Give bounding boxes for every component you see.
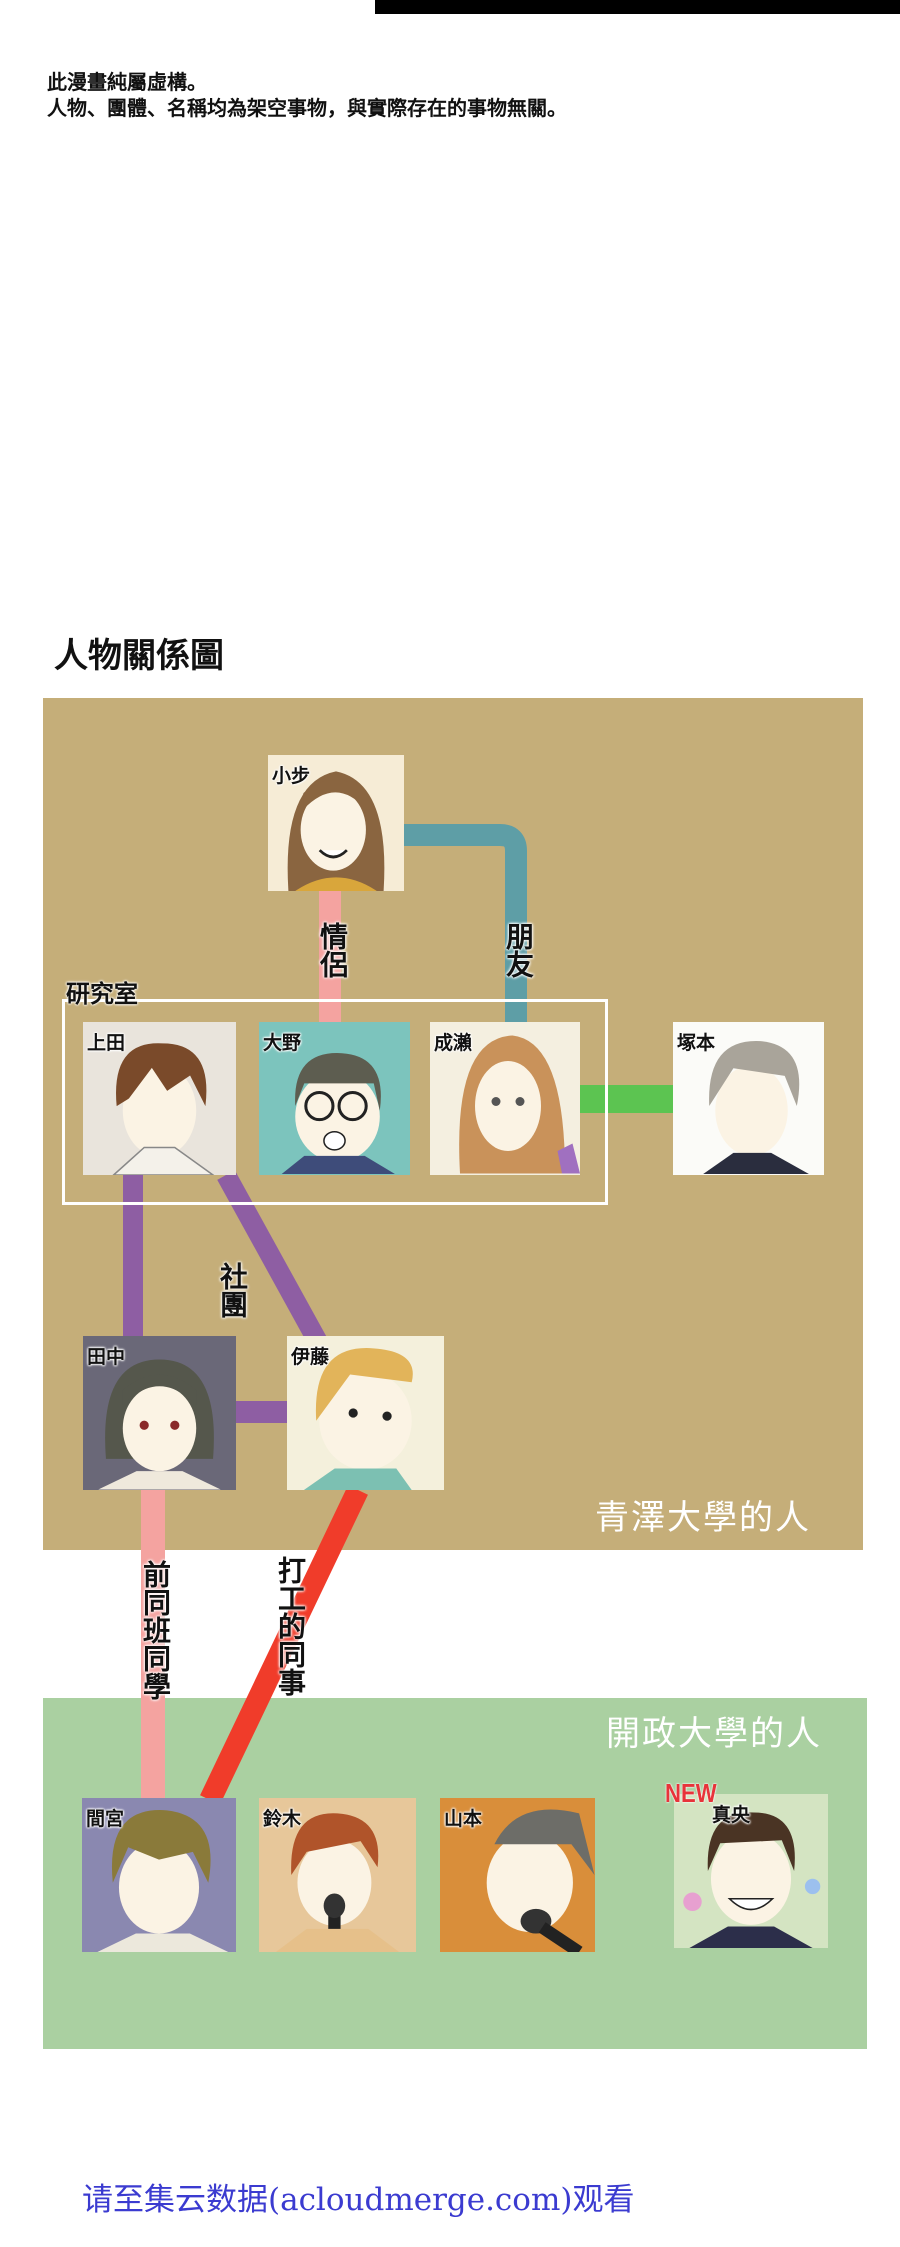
top-black-bar: [375, 0, 900, 14]
work-line: [200, 1485, 368, 1805]
name-mamiya: 間宮: [86, 1808, 125, 1830]
portrait-koayumi[interactable]: 小步: [268, 755, 404, 891]
portrait-mao[interactable]: 真央: [674, 1794, 828, 1948]
chart-title: 人物關係圖: [54, 636, 224, 676]
name-suzuki: 鈴木: [263, 1808, 302, 1830]
portrait-ono[interactable]: 大野: [259, 1022, 410, 1175]
suzuki-face-icon: [275, 1813, 400, 1952]
friends-line: [404, 824, 527, 1022]
former-classmates-label: 前同班同學: [139, 1560, 172, 1700]
lovers-label: 情侶: [316, 922, 349, 978]
tsukamoto-face-icon: [703, 1040, 809, 1174]
disclaimer-line-2: 人物、團體、名稱均為架空事物，與實際存在的事物無關。: [47, 96, 567, 120]
portrait-mamiya[interactable]: 間宮: [82, 1798, 236, 1952]
new-badge: NEW: [665, 1778, 717, 1808]
name-ono: 大野: [263, 1032, 302, 1054]
name-naruse: 成瀨: [434, 1032, 473, 1054]
friends-label: 朋友: [502, 922, 535, 978]
portrait-suzuki[interactable]: 鈴木: [259, 1798, 416, 1952]
naruse-face-icon: [459, 1035, 580, 1174]
name-yamamoto: 山本: [444, 1808, 483, 1830]
club-label: 社團: [216, 1262, 249, 1318]
portrait-tanaka[interactable]: 田中: [83, 1336, 236, 1490]
name-ueda: 上田: [87, 1032, 126, 1054]
name-koayumi: 小步: [272, 765, 311, 787]
ono-face-icon: [281, 1053, 395, 1174]
disclaimer-line-1: 此漫畫純屬虛構。: [47, 70, 207, 94]
name-mao: 真央: [712, 1804, 751, 1826]
yamamoto-face-icon: [486, 1809, 595, 1952]
name-tsukamoto: 塚本: [677, 1032, 716, 1054]
mamiya-face-icon: [97, 1810, 229, 1952]
name-tanaka: 田中: [87, 1346, 126, 1368]
portrait-tsukamoto[interactable]: 塚本: [673, 1022, 824, 1175]
lab-group-label: 研究室: [66, 980, 138, 1008]
ito-face-icon: [303, 1348, 413, 1490]
watermark-text: 请至集云数据(acloudmerge.com)观看: [82, 2182, 635, 2218]
tanaka-face-icon: [98, 1359, 221, 1490]
work-colleagues-label: 打工的同事: [274, 1556, 307, 1696]
koayumi-face-icon: [287, 771, 385, 891]
portrait-naruse[interactable]: 成瀨: [430, 1022, 580, 1175]
name-ito: 伊藤: [291, 1346, 330, 1368]
kaisei-university-label: 開政大學的人: [606, 1714, 822, 1754]
lab-group-frame: [62, 999, 608, 1205]
portrait-ueda[interactable]: 上田: [83, 1022, 236, 1175]
ueda-face-icon: [112, 1043, 215, 1175]
aozawa-university-label: 青澤大學的人: [595, 1498, 811, 1538]
mao-face-icon: [683, 1812, 821, 1948]
portrait-ito[interactable]: 伊藤: [287, 1336, 444, 1490]
portrait-yamamoto[interactable]: 山本: [440, 1798, 595, 1952]
